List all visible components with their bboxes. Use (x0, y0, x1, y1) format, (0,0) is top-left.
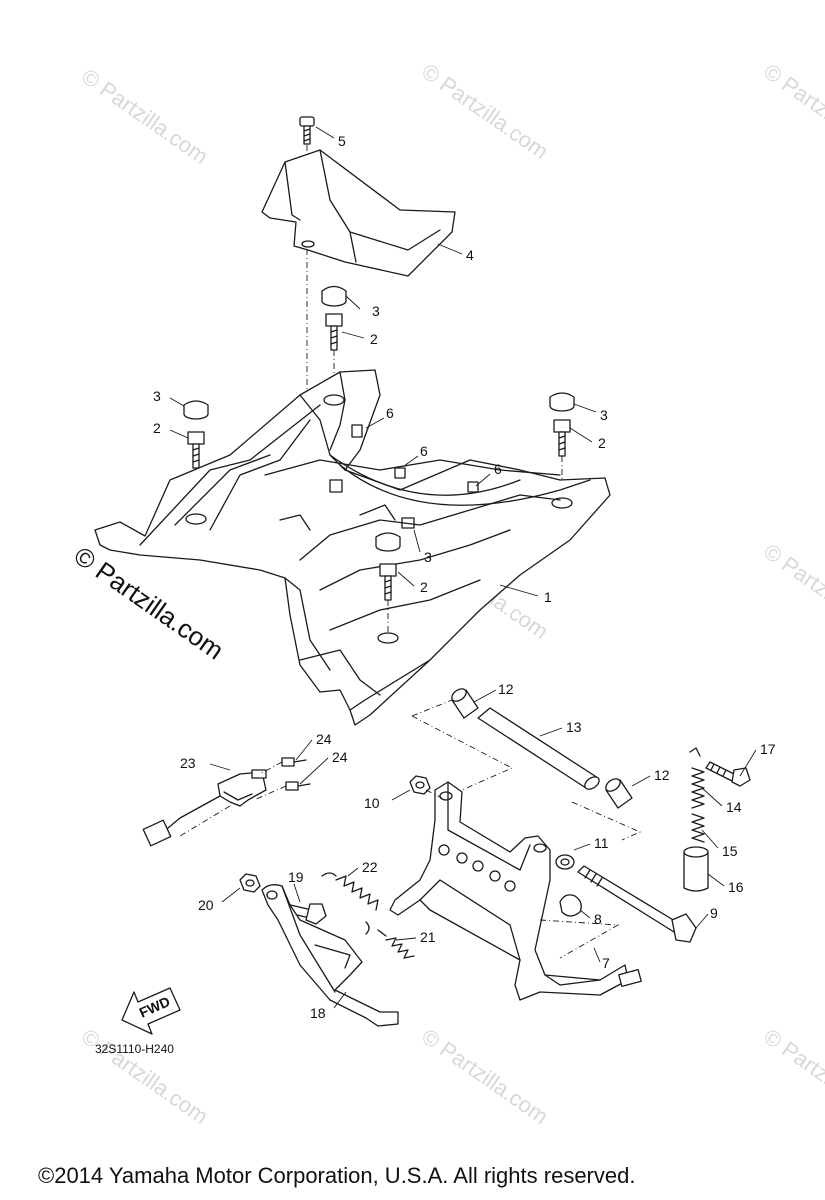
callout-3: 3 (372, 303, 380, 319)
callout-24: 24 (316, 731, 332, 747)
callout-6: 6 (420, 443, 428, 459)
center-stand-7 (389, 781, 642, 1001)
watermark: © Partzilla.com (417, 1024, 553, 1130)
collar-16 (683, 846, 709, 892)
callout-5: 5 (338, 133, 346, 149)
callout-9: 9 (710, 905, 718, 921)
callout-2: 2 (598, 435, 606, 451)
callout-15: 15 (722, 843, 738, 859)
grommet-3-lower (375, 532, 401, 552)
grommet-3-upper (321, 285, 347, 307)
spring-15 (691, 813, 705, 843)
callout-18: 18 (310, 1005, 326, 1021)
bolt-17 (705, 761, 751, 787)
callout-12: 12 (654, 767, 670, 783)
callout-19: 19 (288, 869, 304, 885)
callout-2: 2 (420, 579, 428, 595)
callout-20: 20 (198, 897, 214, 913)
footboard-1 (94, 369, 611, 726)
shaft-bolt-9 (577, 865, 697, 943)
callout-10: 10 (364, 795, 380, 811)
callout-21: 21 (420, 929, 436, 945)
watermark: © Partzilla.com (759, 59, 825, 165)
spring-22 (321, 872, 379, 935)
screw-24-upper (281, 757, 307, 767)
callout-3: 3 (424, 549, 432, 565)
bolt-2-lower (379, 563, 397, 601)
sidestand-18 (261, 884, 399, 1027)
bushing-12-lower (605, 778, 633, 809)
callout-17: 17 (760, 741, 776, 757)
callout-8: 8 (594, 911, 602, 927)
spring-21 (377, 929, 415, 959)
stopper-8 (559, 894, 582, 917)
callout-4: 4 (466, 247, 474, 263)
spring-14 (689, 747, 705, 809)
fwd-arrow-icon: FWD (121, 987, 181, 1035)
callout-6: 6 (386, 405, 394, 421)
washer-11 (555, 854, 575, 870)
nut-10 (409, 775, 431, 795)
bushing-12-upper (451, 688, 479, 719)
cover-panel-4 (261, 149, 456, 277)
callout-13: 13 (566, 719, 582, 735)
bolt-2-left (187, 431, 205, 469)
leader-lines (169, 126, 757, 1009)
watermark: © Partzilla.com (759, 539, 825, 645)
callout-3: 3 (153, 388, 161, 404)
callout-3: 3 (600, 407, 608, 423)
callout-24: 24 (332, 749, 348, 765)
pipe-13 (477, 707, 600, 790)
callout-1: 1 (544, 589, 552, 605)
watermark: © Partzilla.com (77, 1024, 213, 1130)
callout-numbers: 5 4 3 2 3 2 3 2 6 6 6 3 2 1 12 13 12 17 … (153, 133, 776, 1021)
watermark: © Partzilla.com (759, 1024, 825, 1130)
grommet-3-left (183, 400, 209, 420)
watermark: © Partzilla.com (417, 59, 553, 165)
watermark: © Partzilla.com (77, 64, 213, 170)
nut-20 (239, 873, 261, 893)
bolt-5 (299, 116, 315, 145)
callout-22: 22 (362, 859, 378, 875)
bolt-2-right (553, 419, 571, 457)
callout-12: 12 (498, 681, 514, 697)
screw-24-lower (285, 781, 311, 791)
callout-2: 2 (153, 420, 161, 436)
callout-14: 14 (726, 799, 742, 815)
grommet-3-right (549, 392, 575, 412)
callout-6: 6 (494, 461, 502, 477)
callout-11: 11 (594, 835, 609, 851)
bolt-2-upper (325, 313, 343, 351)
callout-2: 2 (370, 331, 378, 347)
copyright-notice: ©2014 Yamaha Motor Corporation, U.S.A. A… (38, 1163, 636, 1188)
callout-16: 16 (728, 879, 744, 895)
sidestand-switch-23 (142, 769, 267, 847)
callout-7: 7 (602, 955, 610, 971)
callout-23: 23 (180, 755, 196, 771)
diagram-code: 32S1110-H240 (95, 1042, 174, 1056)
